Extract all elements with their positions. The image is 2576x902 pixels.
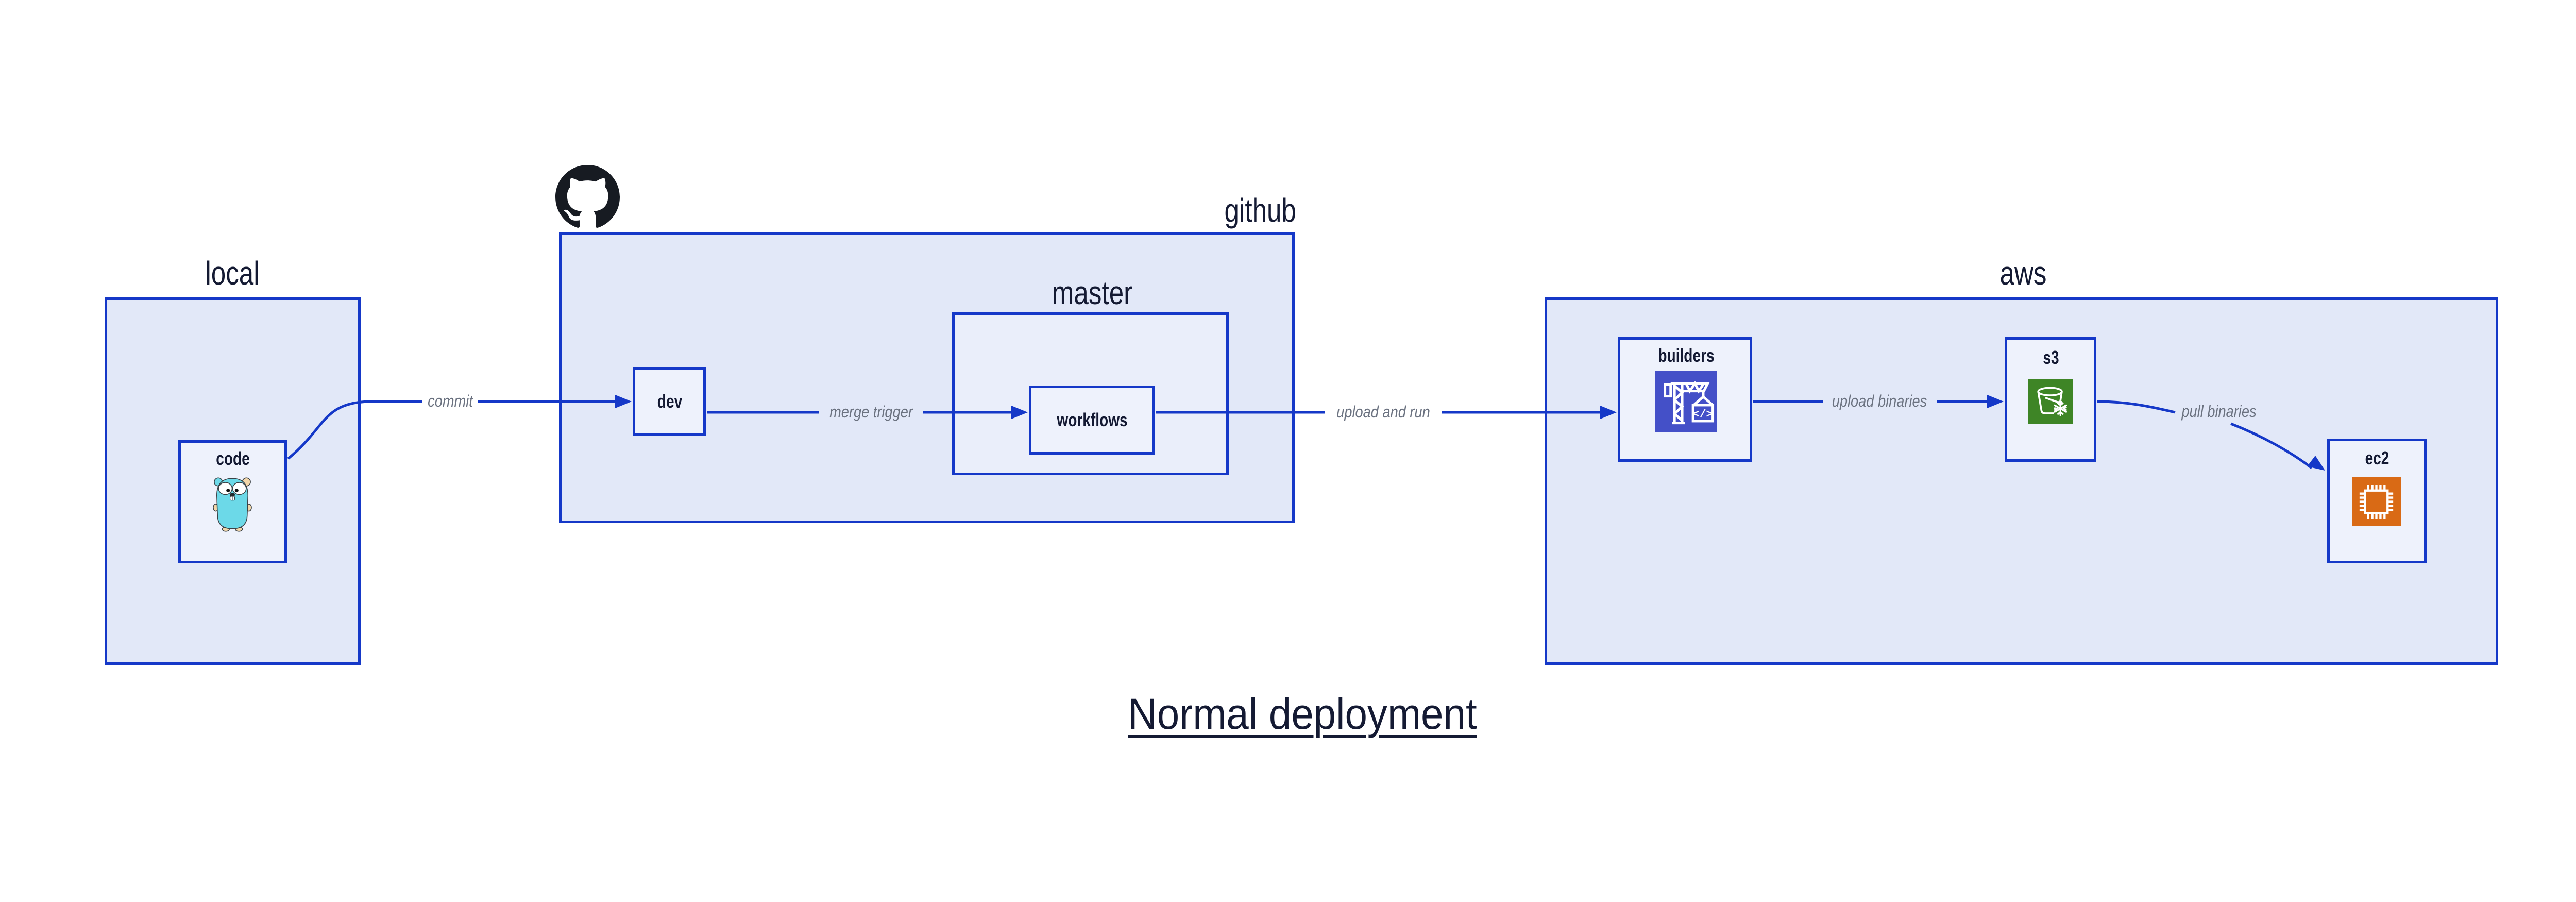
ec2-chip-icon [2352,477,2401,526]
workflows-node-label: workflows [1057,409,1128,430]
pull-binaries-arrow-label: pull binaries [2181,402,2257,421]
s3-node-label: s3 [2043,347,2059,368]
workflows-node [1029,386,1155,455]
ec2-node-label: ec2 [2365,447,2389,469]
github-octocat-icon [555,165,620,229]
upload-binaries-arrow-label: upload binaries [1832,392,1927,410]
dev-node [633,367,706,436]
upload-and-run-arrow-label: upload and run [1336,403,1430,421]
code-node-label: code [216,448,250,469]
s3-bucket-snowflake-icon [2028,379,2073,424]
codebuild-crane-icon: </> [1655,371,1717,432]
go-gopher-icon [212,475,252,532]
builders-node [1618,337,1752,462]
svg-text:</>: </> [1693,409,1713,421]
local-container-label: local [205,255,260,292]
commit-arrow-label: commit [428,392,473,410]
github-container-label: github [1224,192,1297,229]
builders-node-label: builders [1658,345,1715,366]
aws-container-label: aws [1999,255,2047,292]
merge-trigger-arrow-label: merge trigger [829,403,913,421]
diagram-title: Normal deployment [1128,690,1477,738]
master-container-label: master [1052,274,1133,311]
dev-node-label: dev [657,391,683,412]
